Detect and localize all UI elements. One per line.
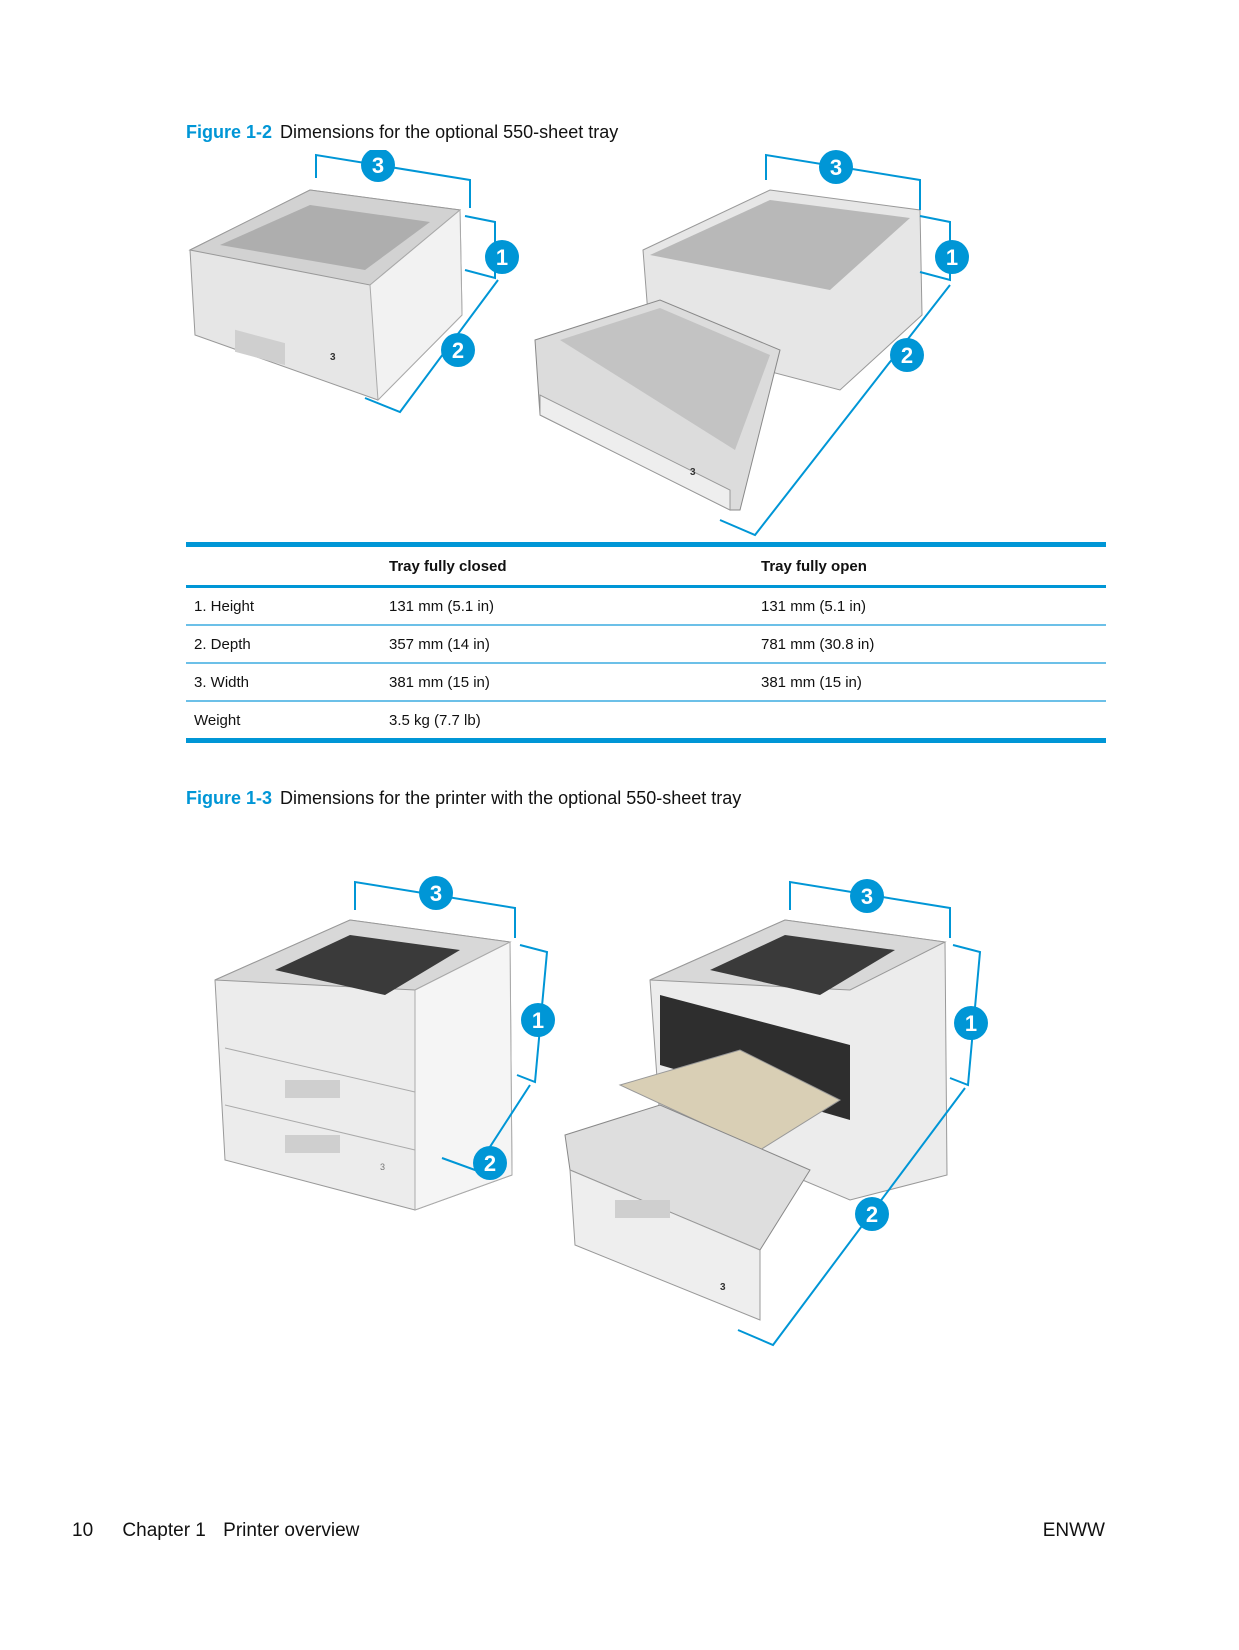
figure-caption: Figure 1-2 Dimensions for the optional 55… <box>186 122 618 143</box>
table-row: 3. Width 381 mm (15 in) 381 mm (15 in) <box>186 663 1106 702</box>
callout-3: 3 <box>419 876 453 910</box>
table-row: 1. Height 131 mm (5.1 in) 131 mm (5.1 in… <box>186 586 1106 626</box>
tray-open-image: 3 <box>534 189 923 511</box>
figure-caption: Figure 1-3 Dimensions for the printer wit… <box>186 788 741 809</box>
printer-dimensions-illustration: 3 3 1 2 3 3 1 2 <box>214 876 988 1347</box>
chapter-title: Printer overview <box>223 1520 360 1541</box>
svg-text:3: 3 <box>720 1282 726 1293</box>
svg-text:3: 3 <box>330 352 336 363</box>
table-row: 2. Depth 357 mm (14 in) 781 mm (30.8 in) <box>186 625 1106 664</box>
callout-1: 1 <box>935 240 969 274</box>
svg-text:3: 3 <box>861 884 873 909</box>
column-header-open: Tray fully open <box>753 544 1106 588</box>
cell: 381 mm (15 in) <box>381 663 753 702</box>
row-label: 2. Depth <box>186 625 381 664</box>
cell: 381 mm (15 in) <box>753 663 1106 702</box>
callout-2: 2 <box>890 338 924 372</box>
figure-label: Figure 1-2 <box>186 122 273 142</box>
svg-text:1: 1 <box>946 245 958 270</box>
svg-text:3: 3 <box>430 881 442 906</box>
page-footer: 10 Chapter 1 Printer overview <box>72 1520 359 1542</box>
cell: 131 mm (5.1 in) <box>753 586 1106 626</box>
printer-with-tray-closed-image: 3 <box>214 919 513 1211</box>
table-row: Weight 3.5 kg (7.7 lb) <box>186 701 1106 741</box>
tray-closed-image: 3 <box>188 189 463 402</box>
callout-1: 1 <box>521 1003 555 1037</box>
callout-1: 1 <box>954 1006 988 1040</box>
cell: 131 mm (5.1 in) <box>381 586 753 626</box>
tray-dimensions-illustration: 3 3 1 2 3 3 1 2 <box>188 150 969 537</box>
callout-3: 3 <box>819 150 853 184</box>
svg-text:1: 1 <box>532 1008 544 1033</box>
svg-text:2: 2 <box>452 338 464 363</box>
footer-locale: ENWW <box>1042 1520 1105 1541</box>
svg-text:1: 1 <box>965 1011 977 1036</box>
row-label: Weight <box>194 711 241 729</box>
printer-with-tray-open-image: 3 <box>564 919 948 1321</box>
page-number: 10 <box>72 1520 94 1541</box>
svg-text:3: 3 <box>830 155 842 180</box>
table-header-row: Tray fully closed Tray fully open <box>186 544 1106 588</box>
svg-text:3: 3 <box>690 467 696 478</box>
figure-title: Dimensions for the optional 550-sheet tr… <box>280 122 619 142</box>
figure-label: Figure 1-3 <box>186 788 273 808</box>
row-label: 3. Width <box>186 663 381 702</box>
callout-1: 1 <box>485 240 519 274</box>
svg-text:2: 2 <box>866 1202 878 1227</box>
svg-text:3: 3 <box>372 153 384 178</box>
callout-2: 2 <box>855 1197 889 1231</box>
cell: 781 mm (30.8 in) <box>753 625 1106 664</box>
chapter-label: Chapter 1 <box>122 1520 206 1541</box>
column-header <box>186 544 381 588</box>
callout-2: 2 <box>441 333 475 367</box>
row-label: 1. Height <box>186 586 381 626</box>
callout-2: 2 <box>473 1146 507 1180</box>
cell <box>753 701 1106 741</box>
dimensions-table: Tray fully closed Tray fully open 1. Hei… <box>186 542 1106 743</box>
cell: 3.5 kg (7.7 lb) <box>389 711 481 729</box>
callout-3: 3 <box>850 879 884 913</box>
callout-3: 3 <box>361 150 395 182</box>
svg-text:2: 2 <box>901 343 913 368</box>
figure-title: Dimensions for the printer with the opti… <box>280 788 742 808</box>
column-header-closed: Tray fully closed <box>381 544 753 588</box>
svg-text:2: 2 <box>484 1151 496 1176</box>
svg-text:1: 1 <box>496 245 508 270</box>
svg-text:3: 3 <box>380 1162 385 1172</box>
cell: 357 mm (14 in) <box>381 625 753 664</box>
